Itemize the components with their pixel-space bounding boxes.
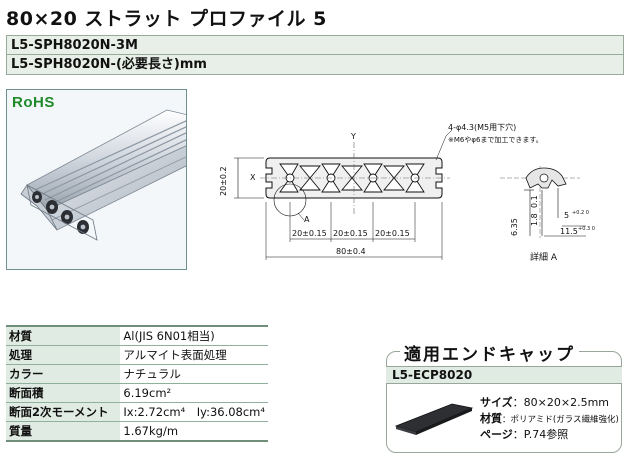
detail-dim-width: 11.5 (560, 227, 578, 236)
spec-label: 材質 (6, 325, 121, 346)
part-code-fixed-length: L5-SPH8020N-3M (6, 35, 624, 55)
cross-section-drawing: X Y 20±0.2 A 20±0.15 20±0.15 20±0.15 80±… (219, 122, 595, 263)
part-code-custom-length: L5-SPH8020N-(必要長さ)mm (6, 55, 624, 75)
table-row: 断面積 6.19cm² (6, 383, 268, 403)
note-hole: 4-φ4.3(M5用下穴) (448, 122, 516, 132)
detail-title: 詳細 A (530, 251, 558, 263)
profile-end-face (32, 191, 89, 234)
detail-dim-width-tol: +0.3 0 (578, 226, 595, 232)
end-cap-size-label: サイズ (480, 396, 513, 409)
detail-a-drawing: 6.35 1.8 0.1 5 +0.2 0 11.5 +0.3 0 詳細 A (500, 166, 595, 263)
spec-table: 材質 Al(JIS 6N01相当) 処理 アルマイト表面処理 カラー ナチュラル… (6, 325, 268, 442)
table-row: 断面2次モーメント Ix:2.72cm⁴ Iy:36.08cm⁴ (6, 402, 268, 422)
spec-label: 質量 (6, 421, 121, 442)
dim-width: 80±0.4 (336, 247, 366, 256)
detail-dim-d1: 6.35 (510, 218, 519, 236)
aluminum-profile-illustration (20, 109, 186, 241)
table-row: 処理 アルマイト表面処理 (6, 345, 268, 365)
end-cap-material-label: 材質 (480, 412, 502, 425)
spec-label: 処理 (6, 345, 121, 365)
dim-pitch-1: 20±0.15 (292, 229, 327, 238)
page-title: 80×20 ストラット プロファイル 5 (6, 8, 327, 30)
note-tap: ※M6やφ6まで加工できます。 (448, 135, 543, 144)
table-row: 質量 1.67kg/m (6, 421, 268, 442)
axis-y-label: Y (350, 132, 356, 141)
dim-height: 20±0.2 (219, 166, 228, 196)
end-cap-size: サイズ：80×20×2.5mm (480, 394, 609, 410)
spec-value: 1.67kg/m (120, 421, 268, 442)
detail-ref-a: A (304, 215, 310, 224)
detail-dim-slot: 5 (564, 211, 569, 220)
dim-pitch-3: 20±0.15 (375, 229, 410, 238)
end-cap-size-value: ：80×20×2.5mm (512, 396, 610, 409)
table-row: 材質 Al(JIS 6N01相当) (6, 325, 268, 346)
dim-pitch-2: 20±0.15 (333, 229, 368, 238)
detail-dim-d2: 1.8 (530, 213, 539, 226)
spec-label: 断面2次モーメント (6, 402, 121, 422)
spec-label: 断面積 (6, 383, 121, 403)
end-cap-code: L5-ECP8020 (386, 366, 622, 384)
end-cap-title: 適用エンドキャップ (400, 340, 579, 365)
end-cap-material: 材質：ポリアミド(ガラス繊維強化) (480, 410, 619, 426)
spec-value: アルマイト表面処理 (120, 345, 268, 365)
spec-value: 6.19cm² (120, 383, 268, 403)
rohs-mark: RoHS (12, 94, 55, 111)
detail-dim-d3: 0.1 (530, 195, 539, 208)
spec-value: Ix:2.72cm⁴ Iy:36.08cm⁴ (120, 402, 268, 422)
end-cap-page-value: ：P.74参照 (512, 428, 569, 441)
end-cap-page: ページ：P.74参照 (480, 426, 568, 442)
table-row: カラー ナチュラル (6, 364, 268, 384)
end-cap-material-value: ：ポリアミド(ガラス繊維強化) (502, 415, 619, 425)
end-cap-illustration (394, 403, 474, 435)
end-cap-page-label: ページ (480, 428, 513, 441)
detail-dim-slot-tol: +0.2 0 (572, 210, 589, 216)
axis-x-label: X (250, 173, 256, 182)
spec-value: Al(JIS 6N01相当) (120, 325, 268, 346)
product-photo (6, 89, 187, 270)
spec-label: カラー (6, 364, 121, 384)
spec-value: ナチュラル (120, 364, 268, 384)
